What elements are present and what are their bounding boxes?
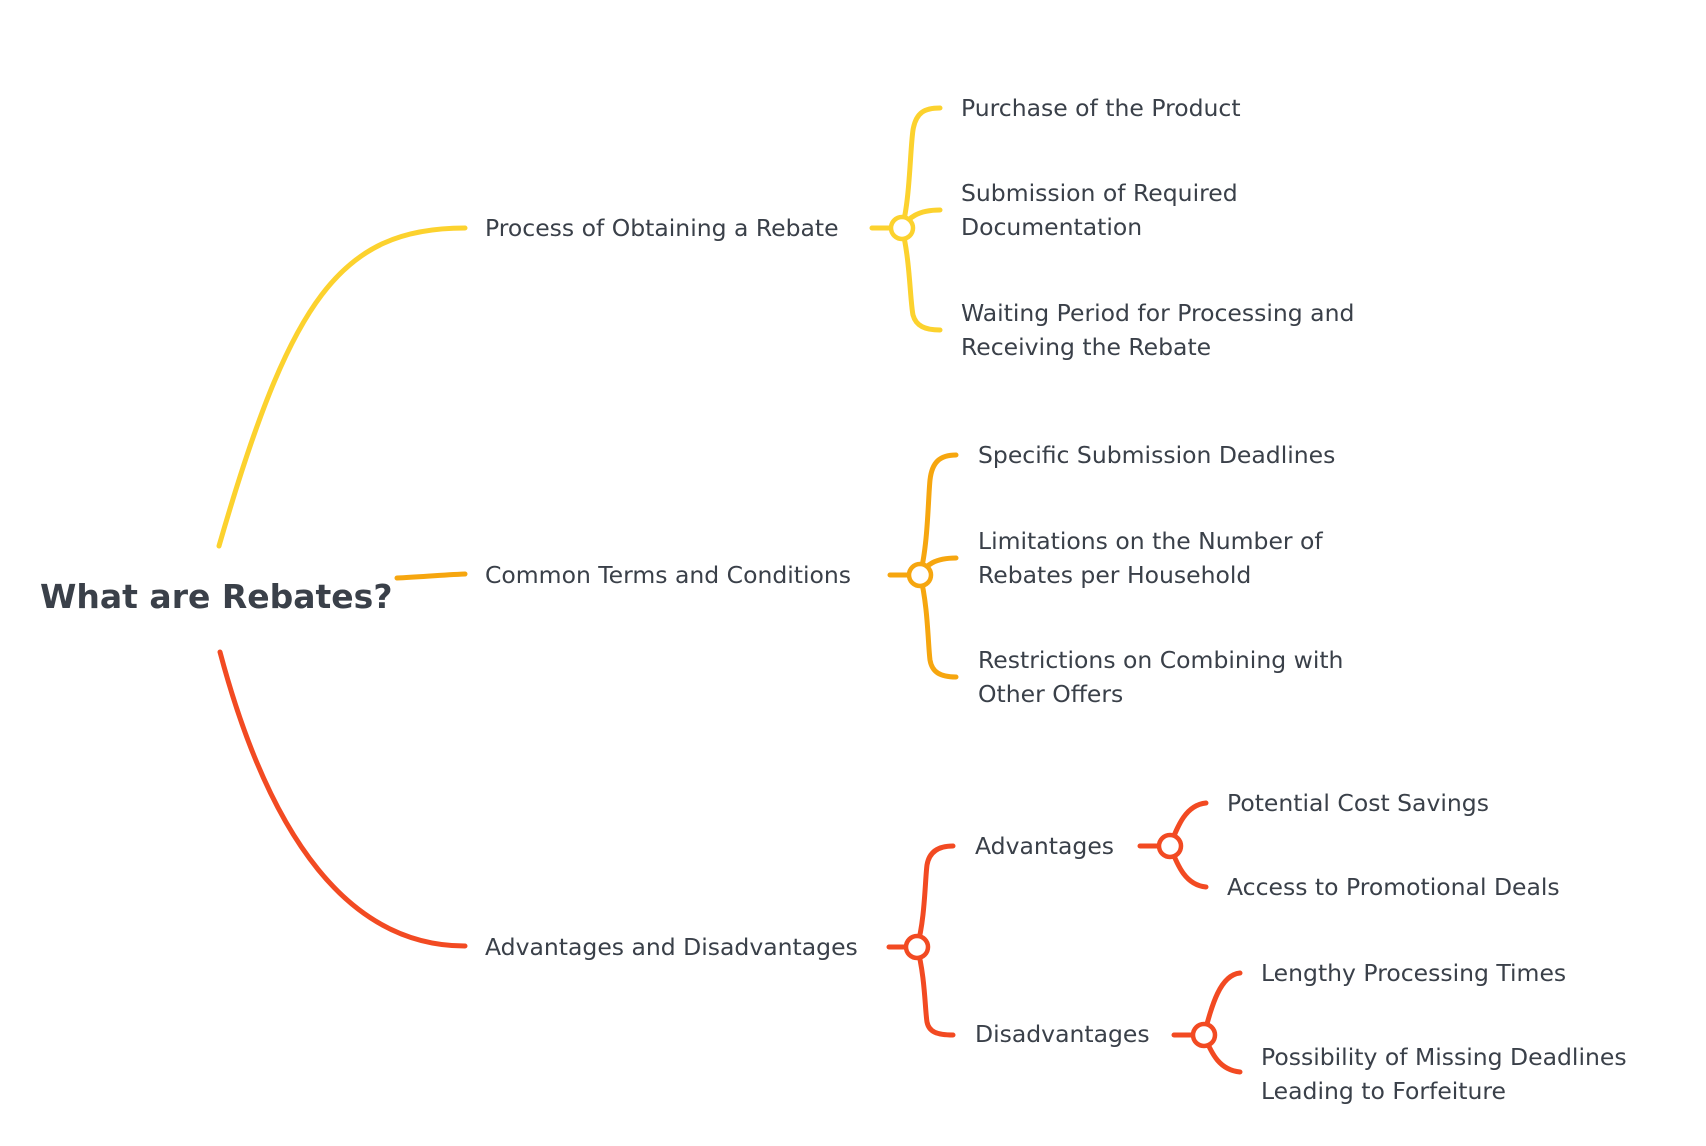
branch-common-terms-and-conditions[interactable]: Common Terms and Conditions [485, 561, 852, 589]
topic-label-line-2: Leading to Forfeiture [1261, 1077, 1507, 1105]
connector-root-process [216, 225, 468, 549]
topic-possibility-of-missing-deadlines[interactable]: Possibility of Missing Deadlines Leading… [1261, 1040, 1627, 1108]
connector-process-purchase [899, 105, 943, 231]
topic-label-line-2: Other Offers [978, 680, 1124, 708]
topic-specific-submission-deadlines[interactable]: Specific Submission Deadlines [978, 438, 1335, 472]
topic-label-line-1: Waiting Period for Processing and [961, 299, 1355, 327]
topic-waiting-period[interactable]: Waiting Period for Processing and Receiv… [961, 296, 1354, 364]
topic-lengthy-processing-times[interactable]: Lengthy Processing Times [1261, 956, 1566, 990]
connector-advantages-node [1156, 832, 1184, 860]
topic-label-line-2: Documentation [961, 213, 1143, 241]
topic-access-to-promotional-deals[interactable]: Access to Promotional Deals [1227, 870, 1560, 904]
connector-advdis-node [903, 933, 931, 961]
connector-advdis-advantages [914, 843, 956, 950]
topic-label: Purchase of the Product [961, 94, 1241, 122]
topic-label: Access to Promotional Deals [1227, 873, 1560, 901]
connector-root-advantages [217, 649, 468, 949]
connector-terms-restrictions [917, 572, 959, 680]
topic-potential-cost-savings[interactable]: Potential Cost Savings [1227, 786, 1489, 820]
topic-label-line-1: Submission of Required [961, 179, 1238, 207]
connector-process-node [888, 214, 916, 242]
connector-terms-node [906, 561, 934, 589]
topic-label-line-2: Rebates per Household [978, 561, 1252, 589]
connector-advdis-disadvantages [914, 944, 956, 1038]
topic-label-line-1: Limitations on the Number of [978, 527, 1323, 555]
topic-advantages[interactable]: Advantages [975, 832, 1115, 860]
topic-disadvantages[interactable]: Disadvantages [975, 1020, 1150, 1048]
branch-process-of-obtaining-rebate[interactable]: Process of Obtaining a Rebate [485, 214, 839, 242]
connector-process-waiting [899, 225, 943, 333]
topic-label: Potential Cost Savings [1227, 789, 1489, 817]
topic-label-line-1: Restrictions on Combining with [978, 646, 1344, 674]
topic-label: Specific Submission Deadlines [978, 441, 1336, 469]
topic-restrictions-on-combining-offers[interactable]: Restrictions on Combining with Other Off… [978, 643, 1343, 711]
branch-advantages-and-disadvantages[interactable]: Advantages and Disadvantages [485, 933, 858, 961]
topic-label: Lengthy Processing Times [1261, 959, 1567, 987]
root-topic[interactable]: What are Rebates? [40, 577, 393, 616]
topic-purchase-of-product[interactable]: Purchase of the Product [961, 91, 1241, 125]
topic-submission-of-required-documentation[interactable]: Submission of Required Documentation [961, 176, 1238, 244]
connector-root-terms [394, 571, 468, 581]
connector-disadvantages-node [1190, 1021, 1218, 1049]
topic-label-line-2: Receiving the Rebate [961, 333, 1212, 361]
connector-terms-deadlines [917, 452, 959, 578]
topic-label-line-1: Possibility of Missing Deadlines [1261, 1043, 1627, 1071]
topic-limitations-on-number-of-rebates[interactable]: Limitations on the Number of Rebates per… [978, 524, 1323, 592]
